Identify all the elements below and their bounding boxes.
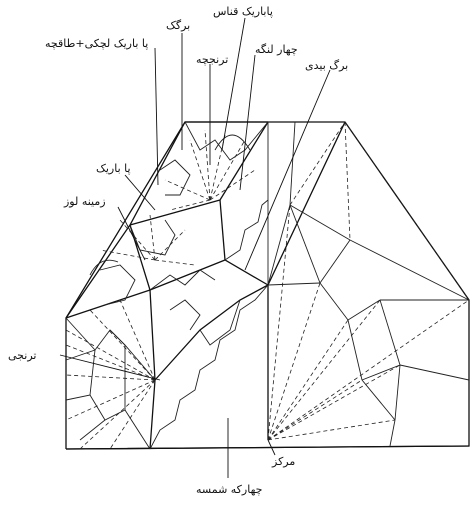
- label-chahar-sheshleh: چهارکه شمسه: [196, 484, 262, 495]
- leader-lines: [60, 18, 330, 478]
- label-barg-bidi: برگ بیدی: [305, 60, 348, 71]
- label-toranjcheh: ترنجچه: [196, 54, 228, 65]
- right-panel: [268, 122, 469, 446]
- label-zamineh-lowz: زمینه لوز: [64, 196, 106, 207]
- label-chahar-langeh: چهار لنگه: [255, 44, 298, 55]
- label-pa-barik: پا باریک: [96, 163, 131, 174]
- label-markaz: مرکز: [272, 456, 295, 467]
- label-pa-barik-qanas: پاباریک قناس: [213, 6, 273, 17]
- label-bargak: برگک: [166, 20, 190, 31]
- label-pa-barik-lachaki-taqcheh: پا باریک لچکی+طاقچه: [45, 38, 148, 49]
- label-toranji: ترنجی: [8, 350, 36, 361]
